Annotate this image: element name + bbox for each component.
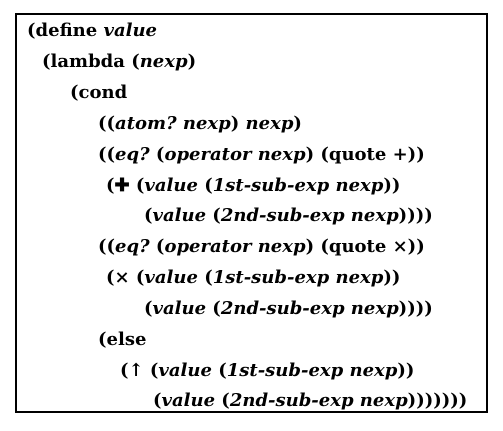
code-token-identifier: value (103, 20, 157, 41)
code-token-punctuation: ( (124, 51, 140, 72)
code-token-keyword: lambda (50, 51, 125, 72)
code-token-keyword: cond (78, 82, 128, 103)
code-token-keyword: else (106, 329, 147, 350)
code-token-identifier: 2nd-sub-exp nexp (229, 390, 408, 411)
code-token-punctuation: ( (42, 51, 51, 72)
code-line-define: (define value (27, 20, 157, 42)
code-token-punctuation: ↑ (128, 360, 144, 381)
code-token-identifier: operator nexp (164, 236, 306, 257)
code-listing-box: (define value (lambda (nexp) (cond ((ato… (15, 13, 488, 413)
code-token-punctuation: ( (197, 175, 213, 196)
code-token-punctuation: (( (98, 113, 116, 134)
code-token-punctuation: ( (211, 360, 227, 381)
code-token-identifier: 1st-sub-exp nexp (212, 175, 384, 196)
code-token-identifier: atom? nexp (115, 113, 231, 134)
code-token-punctuation: ( (215, 390, 230, 411)
code-token-identifier: value (144, 175, 198, 196)
code-token-identifier: 2nd-sub-exp nexp (220, 298, 399, 319)
code-token-punctuation: ( (144, 205, 153, 226)
code-token-keyword: quote (328, 236, 387, 257)
code-line-atom-clause: ((atom? nexp) nexp) (98, 113, 302, 135)
code-token-punctuation: ( (149, 144, 165, 165)
code-token-punctuation: ( (149, 236, 165, 257)
code-token-punctuation: ( (129, 175, 145, 196)
code-token-punctuation: +)) (386, 144, 425, 165)
code-token-punctuation: ( (206, 298, 221, 319)
code-line-lambda: (lambda (nexp) (42, 51, 196, 73)
code-token-punctuation: ( (129, 267, 145, 288)
code-token-identifier: operator nexp (164, 144, 306, 165)
code-token-identifier: nexp (139, 51, 188, 72)
code-token-punctuation: ( (120, 360, 129, 381)
code-line-power-op: (↑ (value (1st-sub-exp nexp)) (120, 360, 414, 382)
code-line-else: (else (98, 329, 146, 351)
code-token-identifier: 1st-sub-exp nexp (212, 267, 384, 288)
code-token-punctuation: ( (144, 298, 153, 319)
code-token-punctuation: ✚ (114, 175, 130, 196)
code-line-plus-second: (value (2nd-sub-exp nexp)))) (144, 205, 433, 227)
code-line-plus-op: (✚ (value (1st-sub-exp nexp)) (106, 175, 400, 197)
code-token-punctuation: ( (98, 329, 107, 350)
code-token-punctuation: (( (98, 144, 116, 165)
code-token-punctuation: ) (293, 113, 302, 134)
code-line-times-second: (value (2nd-sub-exp nexp)))) (144, 298, 433, 320)
code-token-identifier: value (144, 267, 198, 288)
code-token-identifier: value (152, 205, 207, 226)
code-line-times-test: ((eq? (operator nexp) (quote ×)) (98, 236, 425, 258)
code-token-identifier: eq? (115, 236, 150, 257)
code-line-times-op: (× (value (1st-sub-exp nexp)) (106, 267, 400, 289)
code-token-punctuation: × (114, 267, 130, 288)
code-token-keyword: define (35, 20, 98, 41)
code-token-identifier: 2nd-sub-exp nexp (220, 205, 399, 226)
code-line-cond: (cond (70, 82, 127, 104)
code-token-keyword: quote (328, 144, 387, 165)
code-token-punctuation: )) (383, 175, 401, 196)
code-token-identifier: value (161, 390, 216, 411)
code-token-punctuation: ( (153, 390, 162, 411)
code-token-punctuation: ( (143, 360, 159, 381)
code-token-punctuation: ( (27, 20, 36, 41)
code-token-identifier: value (158, 360, 212, 381)
code-token-punctuation: ( (106, 267, 115, 288)
code-token-punctuation: ( (206, 205, 221, 226)
code-token-punctuation: ))))))) (407, 390, 468, 411)
code-token-punctuation: ) ( (305, 144, 329, 165)
code-token-identifier: nexp (245, 113, 294, 134)
code-token-punctuation: ( (197, 267, 213, 288)
code-token-punctuation: ( (70, 82, 79, 103)
code-token-punctuation: ) ( (305, 236, 329, 257)
code-token-punctuation: )))) (398, 298, 433, 319)
code-token-punctuation: )) (397, 360, 415, 381)
code-token-punctuation: )) (383, 267, 401, 288)
code-token-identifier: value (152, 298, 207, 319)
code-token-punctuation: ) (230, 113, 246, 134)
code-token-punctuation: ) (187, 51, 197, 72)
code-token-punctuation: )))) (398, 205, 433, 226)
code-token-punctuation: ×)) (386, 236, 425, 257)
code-token-punctuation: (( (98, 236, 116, 257)
code-line-power-second: (value (2nd-sub-exp nexp))))))) (153, 390, 467, 412)
code-token-punctuation: ( (106, 175, 115, 196)
code-line-plus-test: ((eq? (operator nexp) (quote +)) (98, 144, 425, 166)
code-token-identifier: 1st-sub-exp nexp (226, 360, 398, 381)
code-token-identifier: eq? (115, 144, 150, 165)
